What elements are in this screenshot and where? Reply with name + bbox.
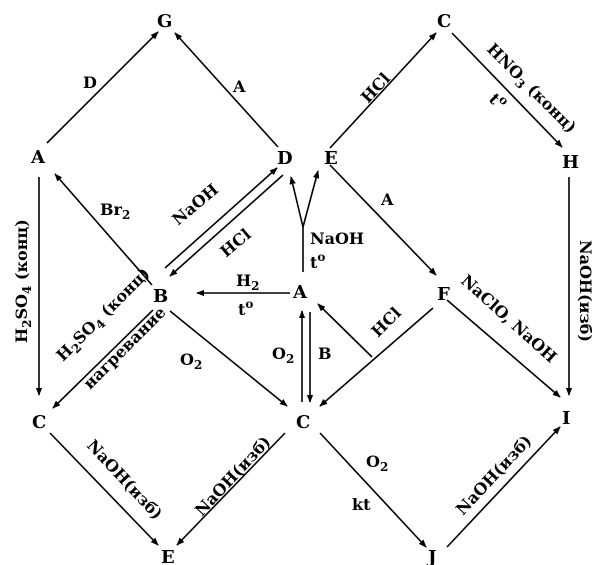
node-d-mid: D [277, 148, 293, 169]
label-d-a-to-g: D [83, 73, 97, 92]
temp-t: t [310, 253, 318, 272]
arrow-b-to-a-left [54, 173, 153, 286]
o2-formula: O [272, 344, 286, 363]
label-o2-b-to-c: O2 [180, 350, 202, 372]
label-heating: нагревание [79, 303, 169, 393]
label-o2-c-to-j: O2 [366, 452, 388, 474]
hno3-konc: (конц) [520, 76, 580, 136]
arrow-hcl-to-a [317, 303, 373, 358]
temp-degree: o [317, 250, 325, 264]
node-c-top-right: C [437, 11, 451, 32]
label-naoh-izb-h-to-i: NaOH(изб) [576, 240, 592, 342]
h2so4-sub2: 4 [20, 286, 34, 294]
h2so4-konc: (конц) [12, 219, 31, 285]
arrow-b-to-d [164, 167, 278, 269]
arrow-f-to-i [446, 299, 561, 398]
o2-subscript: 2 [194, 358, 202, 372]
arrow-b-to-c-center [169, 310, 288, 407]
arrow-f-to-c [319, 307, 434, 407]
label-h2so4-b-to-c: H2SO4 (конц) [52, 264, 155, 367]
node-b-center: B [153, 286, 168, 307]
node-h-right: H [562, 152, 579, 173]
edges [35, 31, 573, 548]
o2-formula: O [366, 452, 380, 471]
label-b-a-to-c: B [318, 344, 332, 363]
arrow-e-to-c-top [329, 32, 437, 149]
h2so4-h: H [12, 328, 31, 343]
label-naoh-b-to-d: NaOH [168, 180, 222, 229]
h2so4-sub1: 2 [20, 320, 34, 328]
node-a-center: A [292, 282, 308, 303]
arrow-a-to-g [46, 31, 159, 144]
arrow-split-to-d [289, 176, 304, 228]
node-c-left: C [32, 412, 46, 433]
arrow-d-to-b [169, 174, 284, 277]
o2-subscript: 2 [380, 460, 388, 474]
h2so4-so: SO [12, 294, 31, 320]
o2-formula: O [180, 350, 194, 369]
node-a-left: A [30, 147, 46, 168]
arrow-c-left-to-e [49, 432, 159, 546]
nodes: G A D E C H B A F C C I E J [30, 11, 579, 565]
label-naoh-izb-j-to-i: NaOH(изб) [452, 431, 535, 519]
label-kt: kt [352, 495, 371, 514]
node-g-top: G [157, 11, 172, 32]
node-i-right: I [562, 408, 570, 429]
label-naoh-izb-c-center-to-e: NaOH(изб) [191, 432, 274, 520]
temp-degree: o [245, 297, 253, 311]
node-c-center: C [296, 412, 310, 433]
h2-formula: H [236, 271, 251, 290]
arrow-b-to-c-left [52, 309, 154, 409]
label-br2: Br2 [100, 200, 130, 222]
arrow-e-to-f [329, 164, 437, 276]
label-hcl-f-to-c: HCl [367, 303, 404, 340]
arrow-d-to-g [174, 32, 279, 148]
label-a-d-to-g: A [232, 77, 246, 96]
temp-t: t [238, 300, 246, 319]
node-f-right: F [437, 284, 450, 305]
label-h2: H2 [236, 271, 259, 293]
arrow-c-to-j [319, 432, 427, 548]
label-hno3-konc: HNO3 (конц) [481, 39, 580, 138]
node-e-mid: E [324, 148, 338, 169]
label-temp-split: to [310, 250, 325, 272]
arrow-j-to-i [446, 426, 561, 548]
label-a-e-to-f: A [380, 190, 394, 209]
node-e-bottom: E [161, 547, 175, 565]
label-temp-a-to-b: to [238, 297, 253, 319]
arrow-c-center-to-e [176, 432, 286, 546]
label-hcl-e-to-c: HCl [357, 69, 394, 107]
h2-subscript: 2 [251, 279, 259, 293]
arrow-split-to-e [302, 170, 320, 228]
br-formula: Br [100, 200, 123, 219]
label-naoh-split: NaOH [310, 229, 364, 248]
arrow-c-to-h [451, 32, 563, 148]
br-subscript: 2 [122, 208, 130, 222]
label-o2-c-to-a: O2 [272, 344, 294, 366]
node-j-bottom: J [426, 547, 437, 565]
o2-subscript: 2 [286, 352, 294, 366]
label-h2so4-left: H2SO4 (конц) [12, 219, 34, 343]
